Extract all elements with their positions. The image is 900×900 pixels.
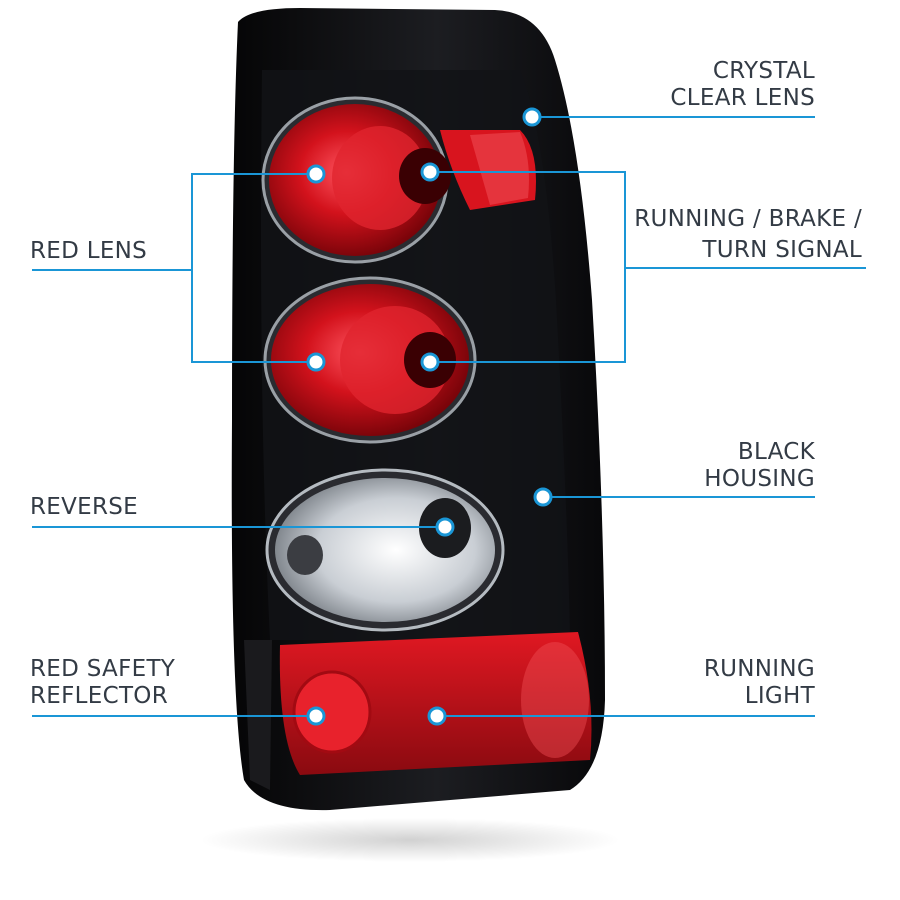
label-line: CLEAR LENS [670,85,815,111]
label-line: CRYSTAL [712,58,815,84]
turn-signal-upper-dot [420,162,440,182]
label-line: BLACK [737,439,815,465]
reverse-dot [435,517,455,537]
reverse-label: REVERSE [30,494,138,521]
label-line: REVERSE [30,494,138,520]
running-light-label: RUNNING LIGHT [704,656,815,710]
turn-signal-lower-dot [420,352,440,372]
running-light-dot [427,706,447,726]
label-line: LIGHT [744,683,815,709]
label-line: RED LENS [30,238,148,264]
label-line: RED SAFETY [30,656,176,682]
label-line: RUNNING / BRAKE / [634,206,862,232]
crystal-clear-lens-label: CRYSTAL CLEAR LENS [670,58,815,112]
crystal-lens-dot [522,107,542,127]
callout-lines [32,116,866,717]
safety-reflector-dot [306,706,326,726]
black-housing-label: BLACK HOUSING [704,439,815,493]
callout-dots [306,107,553,726]
label-line: HOUSING [704,466,815,492]
red-lens-upper-dot [306,164,326,184]
red-lens-lower-dot [306,352,326,372]
black-housing-dot [533,487,553,507]
running-brake-turn-label: RUNNING / BRAKE / TURN SIGNAL [634,206,862,264]
label-line: RUNNING [703,656,815,682]
red-safety-reflector-disc [292,670,372,754]
ground-shadow [200,818,620,862]
label-line: REFLECTOR [30,683,168,709]
label-line: TURN SIGNAL [702,237,862,263]
red-safety-reflector-label: RED SAFETY REFLECTOR [30,656,175,710]
red-lens-label: RED LENS [30,238,147,265]
